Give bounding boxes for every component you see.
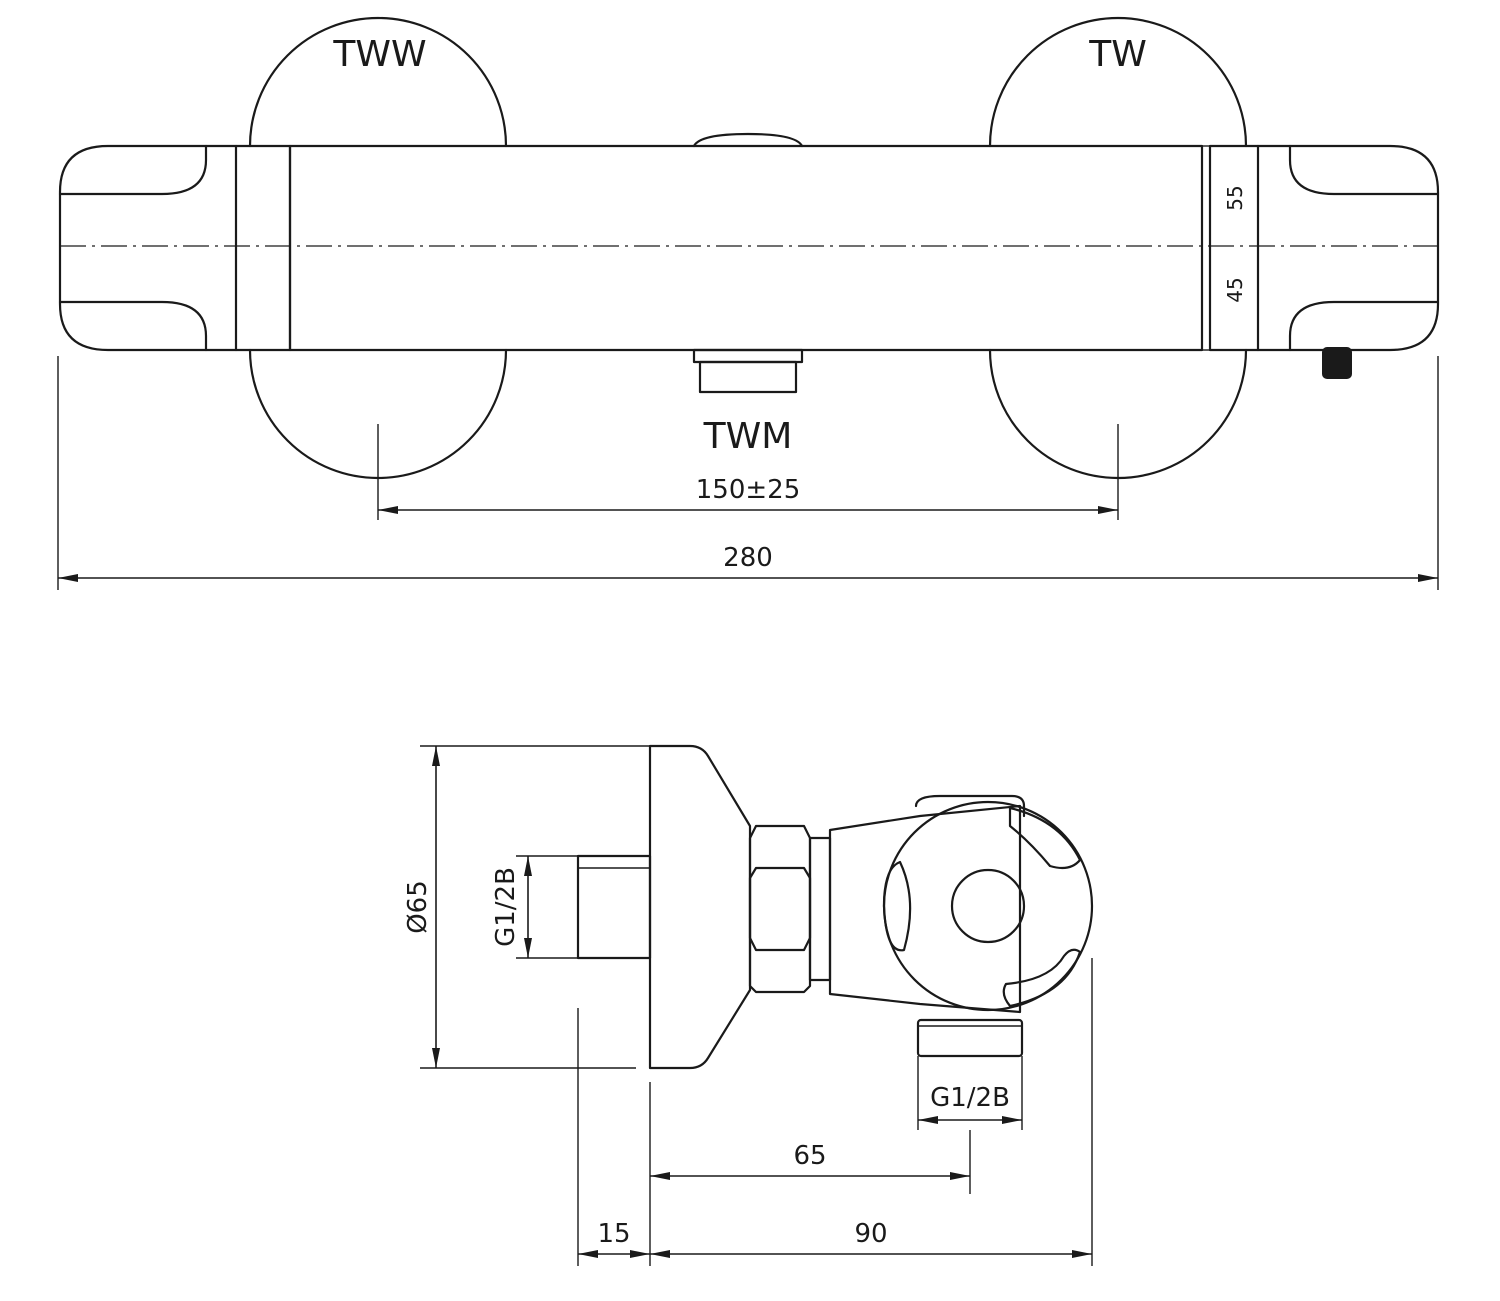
dim-outlet-thread-label: G1/2B [930, 1083, 1010, 1113]
dim-body-depth-label: 90 [854, 1219, 887, 1249]
dim-outlet-offset-label: 65 [793, 1141, 826, 1171]
handle-cap [950, 868, 1026, 944]
safety-button [1322, 347, 1352, 379]
label-cold-inlet: TW [1088, 34, 1147, 75]
scale-mark-45: 45 [1223, 277, 1247, 302]
cold-rosette [988, 16, 1248, 148]
label-hot-inlet: TWW [332, 34, 426, 75]
dim-wall-projection-label: 15 [597, 1219, 630, 1249]
right-handle [1256, 144, 1440, 352]
dim-rosette-diameter-label: Ø65 [403, 880, 433, 934]
scale-mark-55: 55 [1223, 185, 1247, 210]
inlet-thread-stub [576, 854, 652, 960]
temperature-scale-ring [1208, 144, 1260, 352]
label-mixed-outlet: TWM [703, 416, 793, 457]
hex-nut [748, 824, 812, 994]
mixer-body-side [828, 804, 1022, 1014]
side-view: Ø65 G1/2B G1/2B 65 15 90 [403, 744, 1094, 1266]
dim-inlet-thread-label: G1/2B [491, 867, 521, 947]
left-collar [234, 144, 292, 352]
dim-inlet-spacing-label: 150±25 [696, 475, 801, 505]
outlet-thread-stub [916, 1018, 1024, 1058]
front-view: TWW TW TWM 55 45 150±25 280 [57, 16, 1440, 590]
left-handle [58, 144, 238, 352]
dim-overall-length-label: 280 [723, 543, 773, 573]
outlet-nut [692, 348, 804, 364]
hot-rosette [248, 16, 508, 148]
mixer-body [288, 144, 1204, 352]
wall-rosette [648, 744, 752, 1070]
